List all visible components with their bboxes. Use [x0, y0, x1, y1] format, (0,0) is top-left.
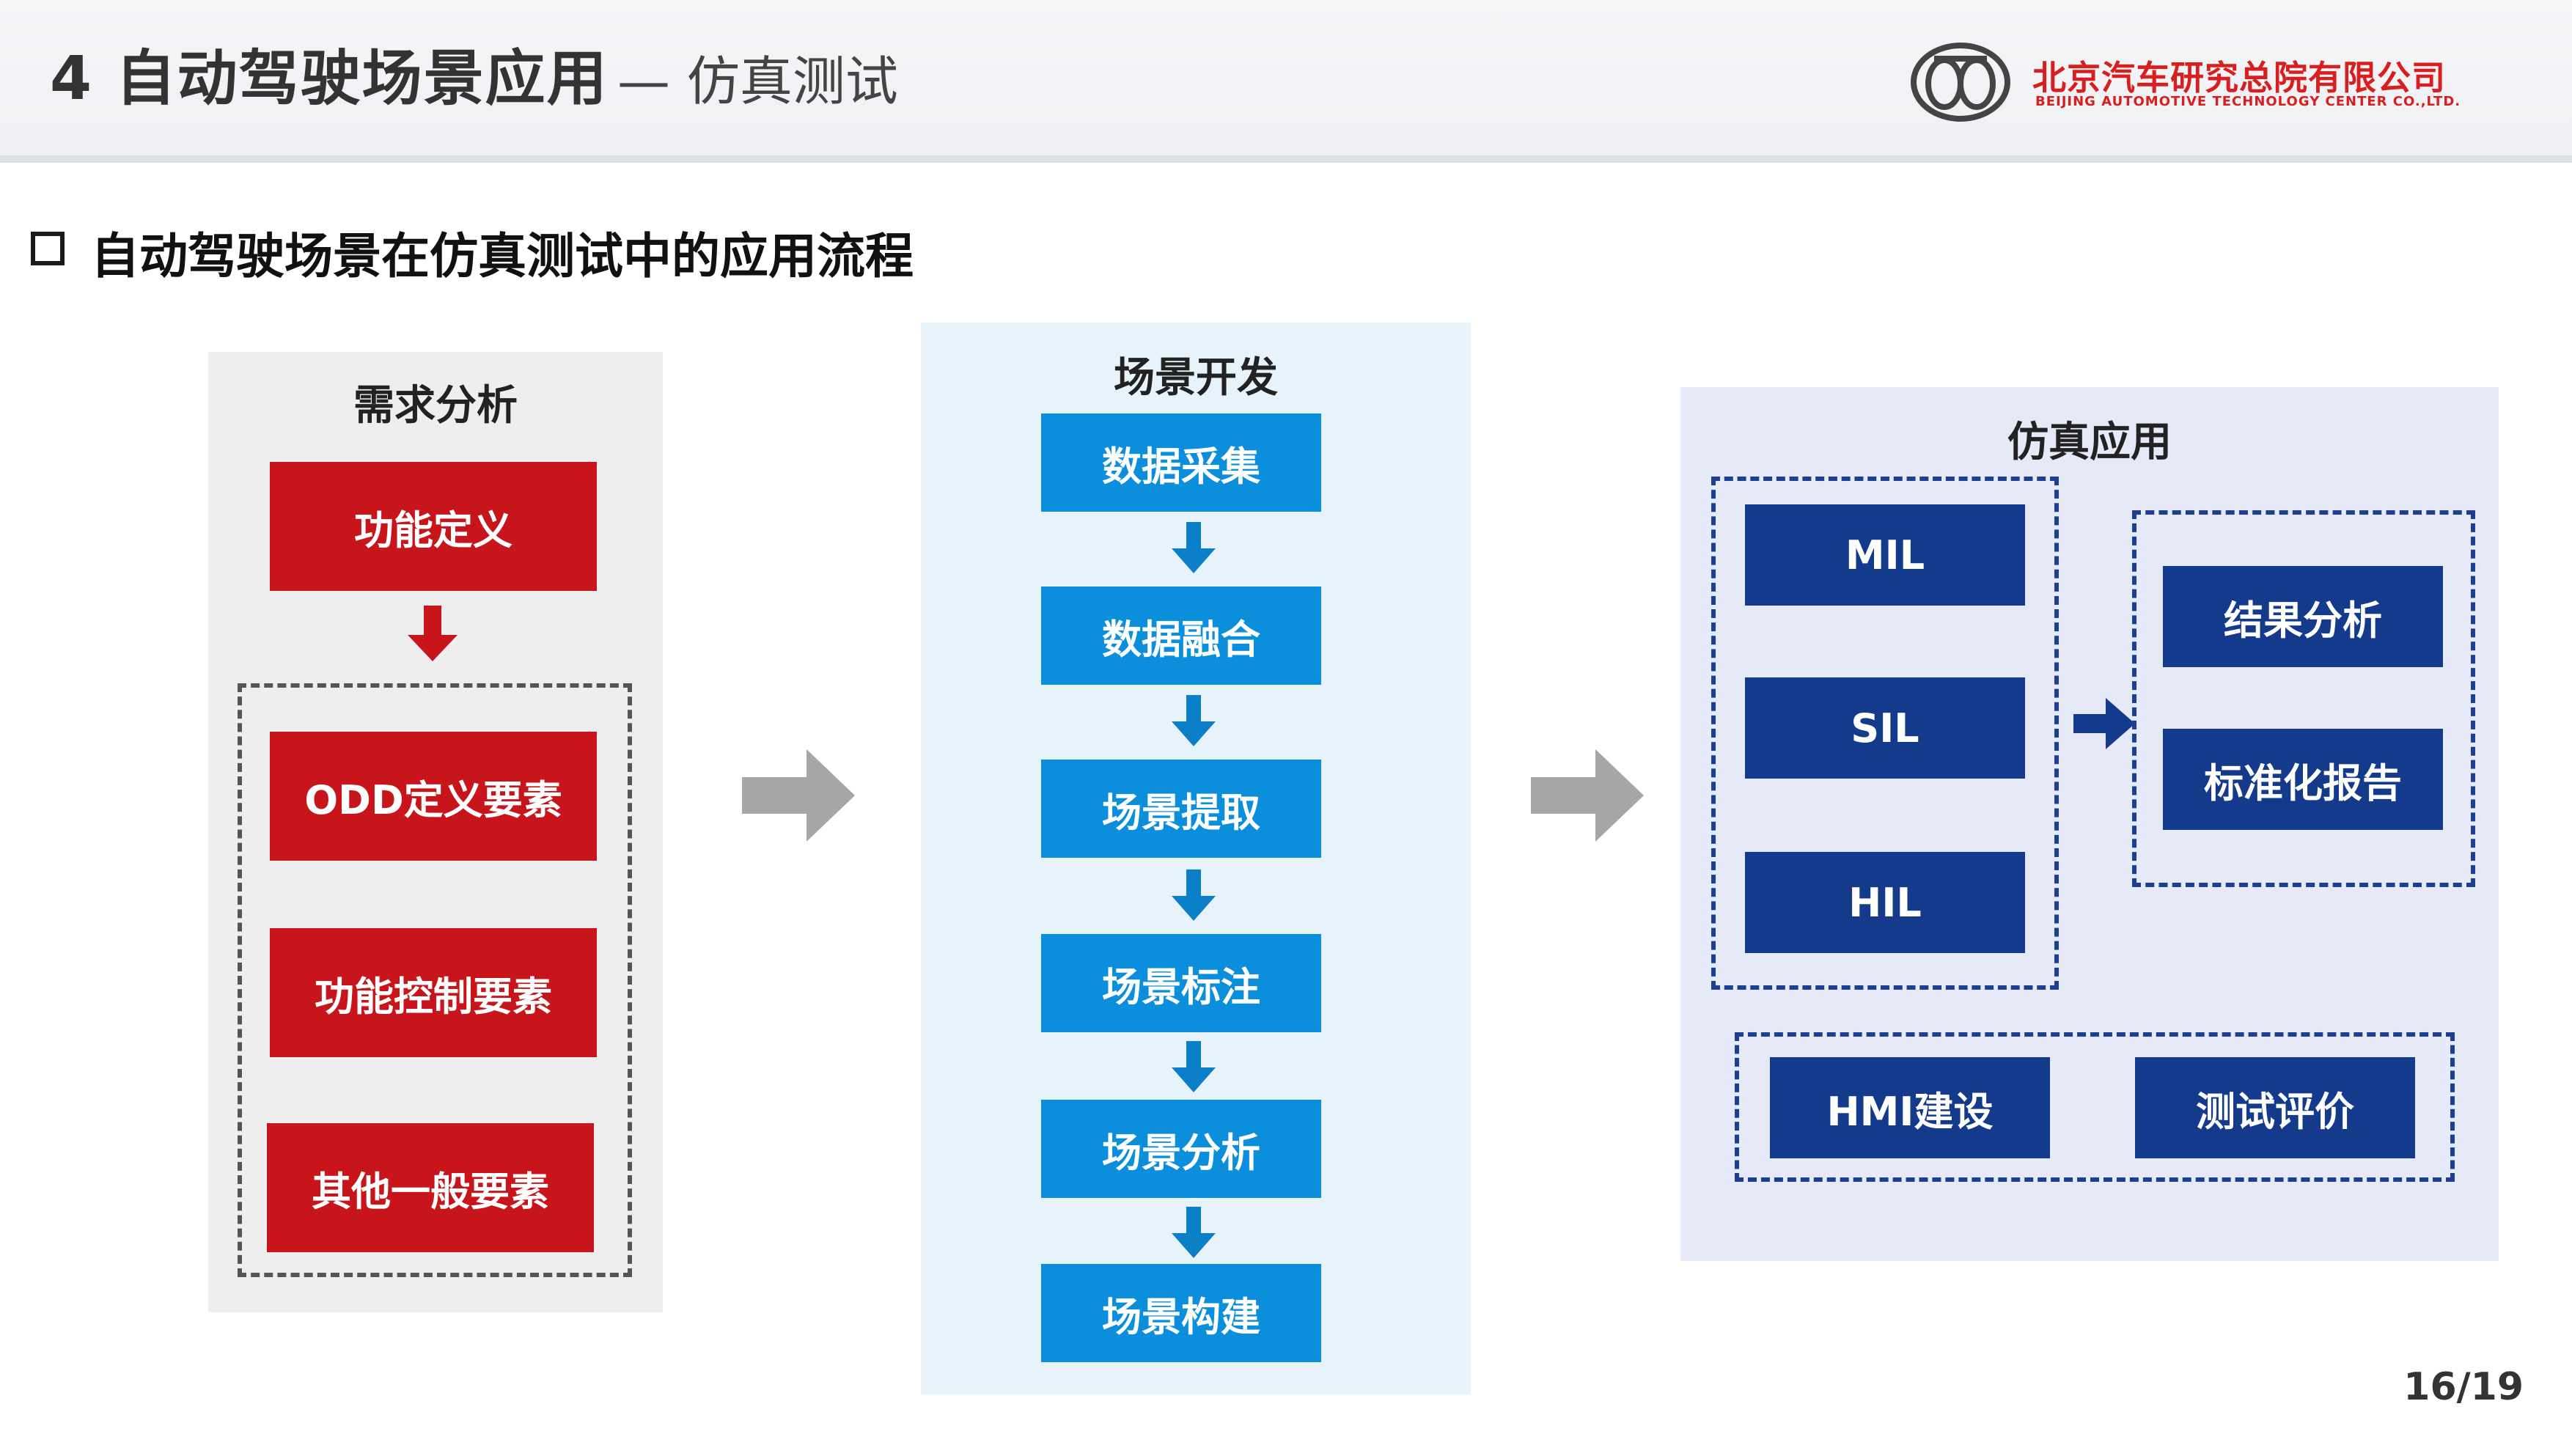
requirement-item-odd: ODD定义要素 — [270, 732, 597, 861]
scene-dev-panel: 场景开发 数据采集 数据融合 场景提取 场景标注 场景分析 场景构建 — [921, 323, 1471, 1394]
company-name-en: BEIJING AUTOMOTIVE TECHNOLOGY CENTER CO.… — [2035, 94, 2461, 109]
scene-step-data-collection: 数据采集 — [1041, 413, 1321, 512]
arrow-down-icon — [1172, 1207, 1216, 1258]
section-title: 自动驾驶场景在仿真测试中的应用流程 — [91, 228, 914, 284]
requirements-elements-group — [238, 683, 632, 1277]
test-evaluation-box: 测试评价 — [2135, 1057, 2415, 1158]
company-logo-icon — [1911, 43, 2010, 122]
arrow-down-icon — [1172, 869, 1216, 921]
scene-step-construction: 场景构建 — [1041, 1264, 1321, 1362]
arrow-down-icon — [1172, 695, 1216, 746]
scene-step-data-fusion: 数据融合 — [1041, 587, 1321, 685]
checkbox-bullet-icon — [31, 232, 65, 265]
requirement-item-other: 其他一般要素 — [267, 1123, 594, 1252]
arrow-down-icon — [408, 606, 458, 661]
page-title: 4 自动驾驶场景应用 — [50, 44, 609, 114]
function-definition-box: 功能定义 — [270, 462, 597, 591]
result-analysis-box: 结果分析 — [2163, 566, 2443, 667]
page-subtitle: — 仿真测试 — [617, 51, 898, 112]
flow-arrow-icon — [742, 749, 855, 842]
scene-step-extraction: 场景提取 — [1041, 760, 1321, 858]
header-bar: 4 自动驾驶场景应用 — 仿真测试 北京汽车研究总院有限公司 BEIJING A… — [0, 0, 2572, 163]
scene-step-annotation: 场景标注 — [1041, 934, 1321, 1032]
sim-app-panel: 仿真应用 MIL SIL HIL 结果分析 标准化报告 HMI建设 测试评价 — [1680, 387, 2499, 1261]
requirements-title: 需求分析 — [353, 382, 518, 430]
sil-box: SIL — [1745, 677, 2025, 779]
sim-app-title: 仿真应用 — [2007, 419, 2172, 466]
arrow-down-icon — [1172, 1041, 1216, 1092]
scene-step-analysis: 场景分析 — [1041, 1100, 1321, 1198]
hil-box: HIL — [1745, 852, 2025, 953]
flow-arrow-icon — [1531, 749, 1644, 842]
hmi-build-box: HMI建设 — [1770, 1057, 2050, 1158]
output-group — [2132, 510, 2475, 887]
requirement-item-function-control: 功能控制要素 — [270, 928, 597, 1057]
requirements-panel: 需求分析 功能定义 ODD定义要素 功能控制要素 其他一般要素 — [208, 352, 663, 1312]
page-number: 16/19 — [2403, 1365, 2524, 1409]
arrow-right-icon — [2073, 698, 2135, 749]
standard-report-box: 标准化报告 — [2163, 729, 2443, 830]
bottom-group — [1735, 1032, 2455, 1182]
company-name-cn: 北京汽车研究总院有限公司 — [2032, 58, 2446, 98]
mil-box: MIL — [1745, 504, 2025, 606]
arrow-down-icon — [1172, 522, 1216, 573]
scene-dev-title: 场景开发 — [1114, 354, 1278, 402]
xil-group — [1711, 477, 2059, 990]
